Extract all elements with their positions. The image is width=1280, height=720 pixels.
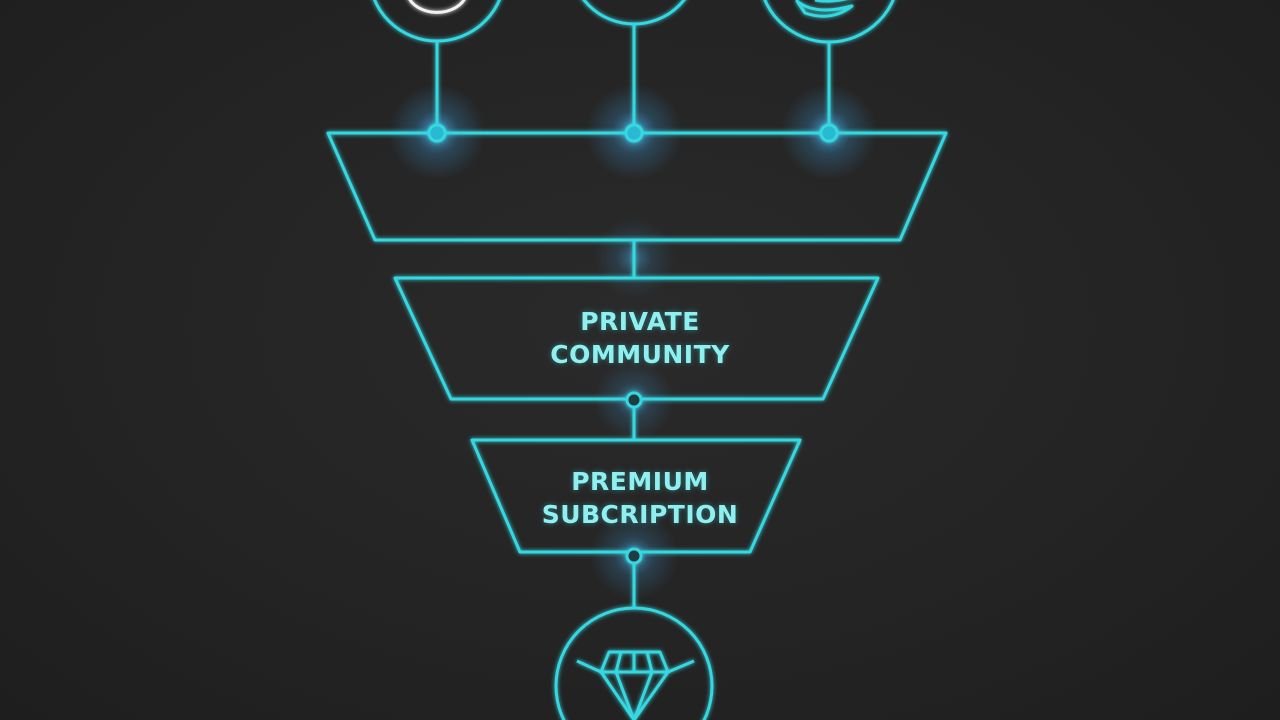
funnel-stage-1 <box>326 131 948 242</box>
stage-2-label-line1: PRIVATE <box>580 307 700 336</box>
stage-3-label-line1: PREMIUM <box>571 467 709 496</box>
source-connectors <box>435 24 831 124</box>
entry-nodes <box>427 123 839 143</box>
funnel-stage-2 <box>393 276 880 401</box>
stage-3-label-line2: SUBCRIPTION <box>541 500 739 529</box>
source-icon-2 <box>582 0 686 26</box>
source-icon-1 <box>372 0 502 43</box>
diamond-icon <box>554 606 714 720</box>
funnel-stage-3 <box>470 438 802 554</box>
stage-2-label-line2: COMMUNITY <box>550 340 730 369</box>
node-stage-2 <box>625 391 643 409</box>
node-stage-3 <box>625 547 643 565</box>
source-icon-3 <box>763 0 895 44</box>
